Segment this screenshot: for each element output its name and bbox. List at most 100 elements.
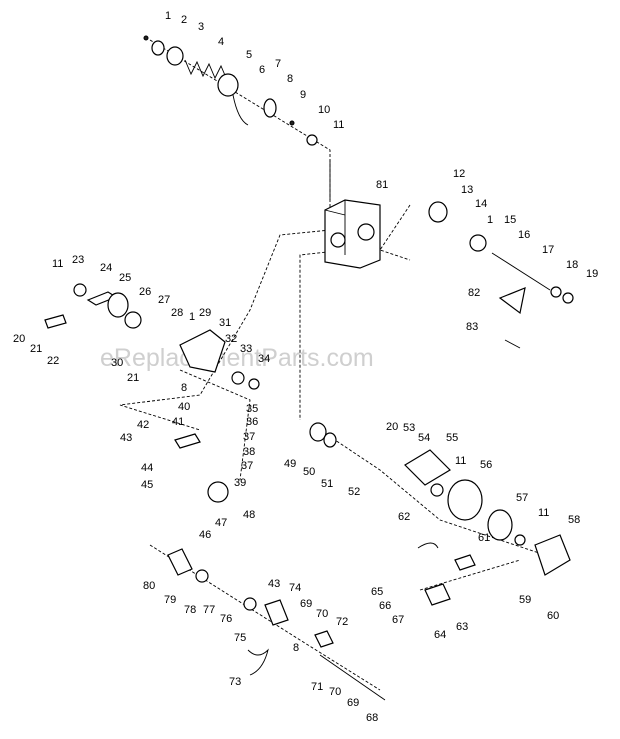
- label-69b: 69: [347, 697, 359, 709]
- label-14: 14: [475, 198, 487, 210]
- label-57: 57: [516, 492, 528, 504]
- label-8b: 8: [293, 642, 299, 654]
- label-41: 41: [172, 416, 184, 428]
- label-20b: 20: [386, 421, 398, 433]
- label-79: 79: [164, 594, 176, 606]
- label-31: 31: [219, 317, 231, 329]
- label-3: 3: [198, 21, 204, 33]
- label-26: 26: [139, 286, 151, 298]
- left-side-parts: [44, 283, 260, 503]
- label-74: 74: [289, 582, 301, 594]
- label-36: 36: [246, 416, 258, 428]
- label-52: 52: [348, 486, 360, 498]
- label-8: 8: [181, 382, 187, 394]
- label-38: 38: [243, 446, 255, 458]
- right-top-parts: [428, 201, 574, 349]
- label-5: 5: [246, 49, 252, 61]
- label-65: 65: [371, 586, 383, 598]
- label-11c: 11: [455, 455, 466, 467]
- label-11b: 11: [52, 258, 63, 270]
- label-70b: 70: [329, 686, 341, 698]
- label-80: 80: [143, 580, 155, 592]
- label-23: 23: [72, 254, 84, 266]
- label-37: 37: [243, 431, 255, 443]
- label-35: 35: [246, 403, 258, 415]
- label-49: 49: [284, 458, 296, 470]
- label-47: 47: [215, 517, 227, 529]
- label-77: 77: [203, 604, 215, 616]
- label-28: 28: [171, 307, 183, 319]
- part-labels: 1 2 3 4 5 6 7 8 9 10 11 12 13 14 1 15 1 6…: [13, 10, 598, 724]
- label-45: 45: [141, 479, 153, 491]
- label-32: 32: [225, 333, 237, 345]
- label-72: 72: [336, 616, 348, 628]
- label-53: 53: [403, 422, 415, 434]
- label-8: 8: [287, 73, 293, 85]
- label-21b: 21: [127, 372, 139, 384]
- label-37b: 37: [241, 460, 253, 472]
- label-83: 83: [466, 321, 478, 333]
- label-82: 82: [468, 287, 480, 299]
- label-73: 73: [229, 676, 241, 688]
- label-50: 50: [303, 466, 315, 478]
- top-shaft-parts: [143, 35, 318, 146]
- label-27: 27: [158, 294, 170, 306]
- label-21: 21: [30, 343, 42, 355]
- label-17: 17: [542, 244, 554, 256]
- label-81: 81: [376, 179, 388, 191]
- label-67: 67: [392, 614, 404, 626]
- label-58: 58: [568, 514, 580, 526]
- label-24: 24: [100, 262, 112, 274]
- label-68: 68: [366, 712, 378, 724]
- label-48: 48: [243, 509, 255, 521]
- label-78: 78: [184, 604, 196, 616]
- label-43: 43: [120, 432, 132, 444]
- label-54: 54: [418, 432, 430, 444]
- label-42: 42: [137, 419, 149, 431]
- motor-parts: [309, 422, 571, 606]
- label-71: 71: [311, 681, 323, 693]
- label-11: 11: [333, 119, 344, 131]
- label-39: 39: [234, 477, 246, 489]
- label-7: 7: [275, 58, 281, 70]
- label-15: 15: [504, 214, 516, 226]
- label-6: 6: [259, 64, 265, 76]
- label-70: 70: [316, 608, 328, 620]
- label-1b: 1: [487, 214, 493, 226]
- label-4: 4: [218, 36, 224, 48]
- label-34: 34: [258, 353, 270, 365]
- label-33: 33: [240, 343, 252, 355]
- label-11d: 11: [538, 507, 549, 519]
- label-30: 30: [111, 357, 123, 369]
- label-29: 29: [199, 307, 211, 319]
- label-1c: 1: [189, 311, 195, 323]
- label-69: 69: [300, 598, 312, 610]
- watermark-text: eReplacementParts.com: [100, 344, 374, 372]
- label-12: 12: [453, 168, 465, 180]
- label-18: 18: [566, 259, 578, 271]
- label-20: 20: [13, 333, 25, 345]
- label-55: 55: [446, 432, 458, 444]
- label-19: 19: [586, 268, 598, 280]
- gear-housing: [324, 199, 381, 269]
- label-60: 60: [547, 610, 559, 622]
- label-62: 62: [398, 511, 410, 523]
- bottom-parts: [167, 548, 386, 701]
- label-22: 22: [47, 355, 59, 367]
- label-76: 76: [220, 613, 232, 625]
- label-43b: 43: [268, 578, 280, 590]
- label-56: 56: [480, 459, 492, 471]
- label-1: 1: [165, 10, 171, 22]
- label-75: 75: [234, 632, 246, 644]
- label-13: 13: [461, 184, 473, 196]
- label-59: 59: [519, 594, 531, 606]
- label-9: 9: [300, 89, 306, 101]
- label-25: 25: [119, 272, 131, 284]
- label-46: 46: [199, 529, 211, 541]
- label-61: 61: [478, 532, 490, 544]
- label-51: 51: [321, 478, 333, 490]
- label-66: 66: [379, 600, 391, 612]
- label-10: 10: [318, 104, 330, 116]
- label-2: 2: [181, 14, 187, 26]
